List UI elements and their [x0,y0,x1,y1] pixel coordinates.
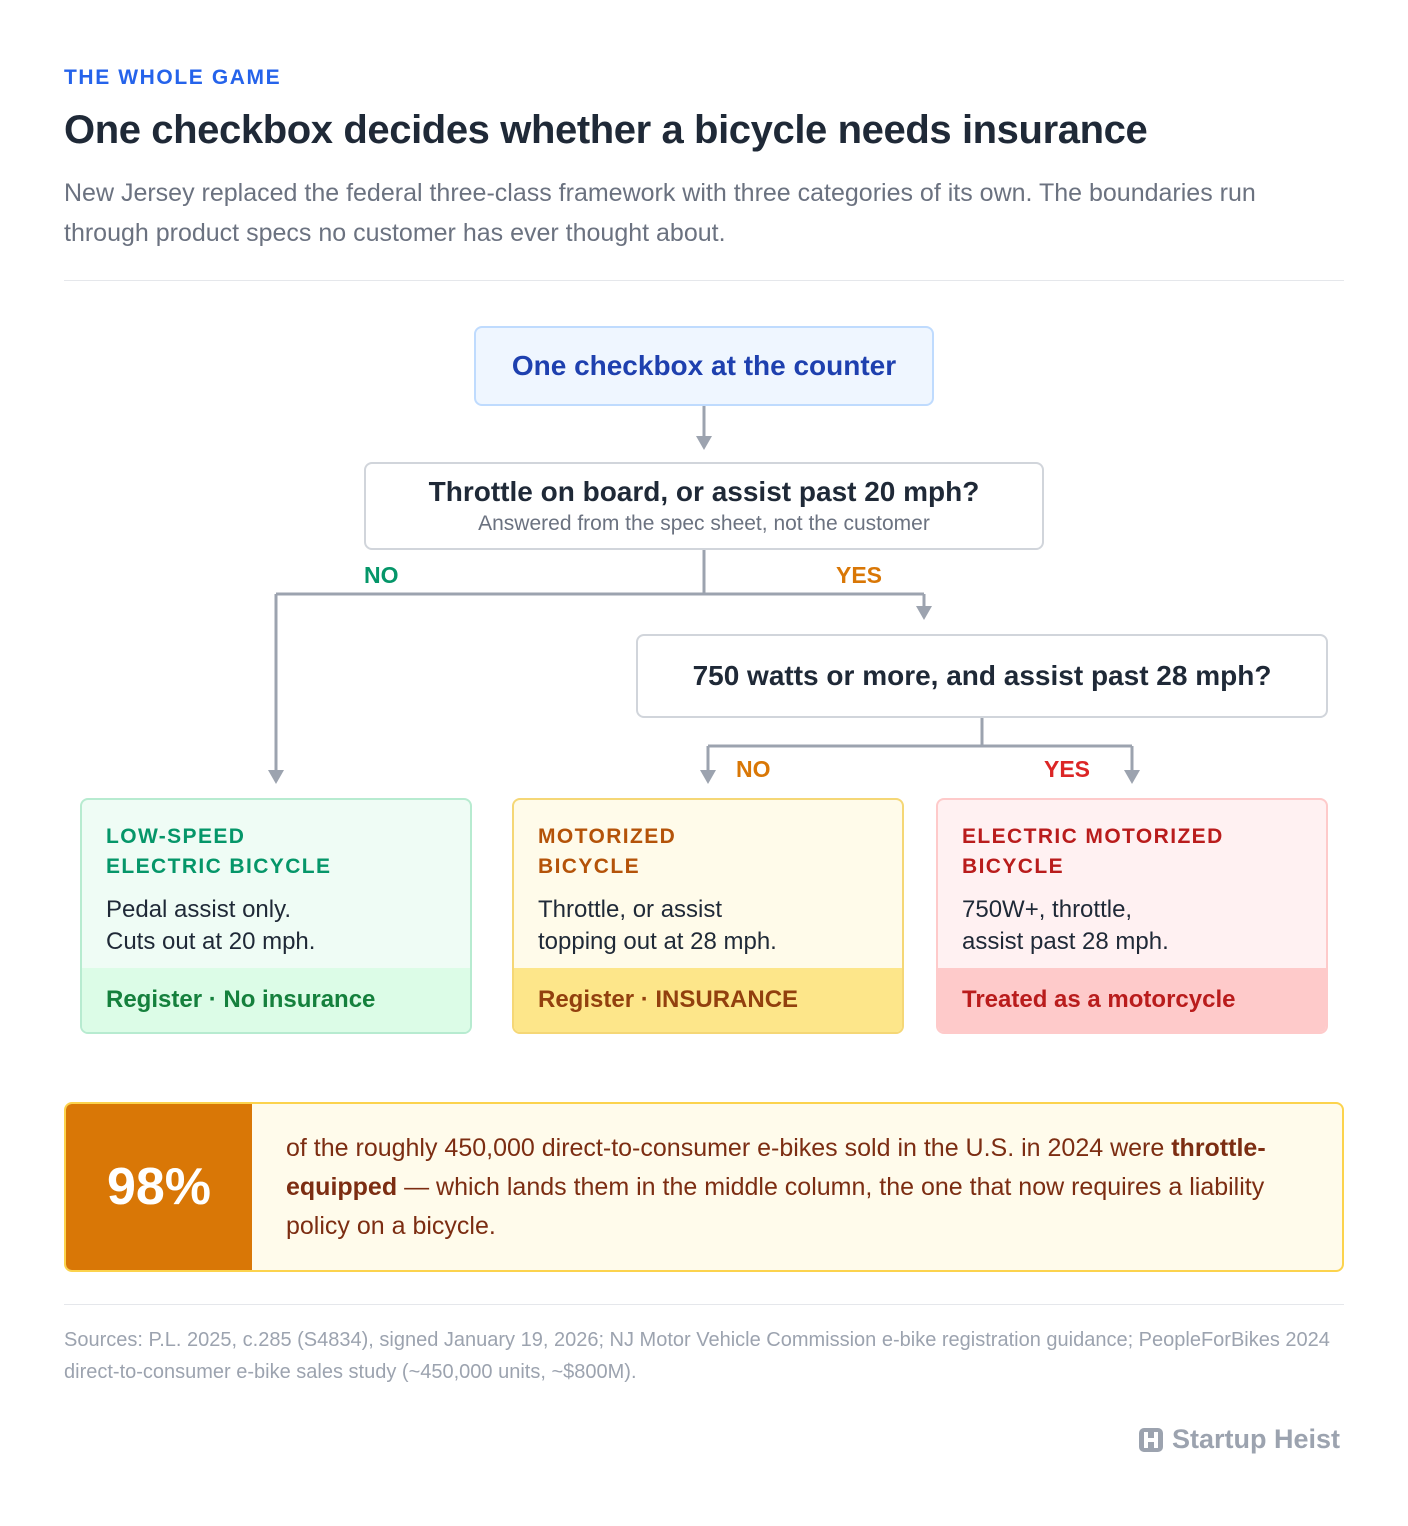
brand-name: Startup Heist [1171,1424,1340,1454]
stat-callout: 98% of the roughly 450,000 direct-to-con… [64,1102,1344,1272]
category-description-line: topping out at 28 mph. [538,928,777,955]
category-name-line: ELECTRIC MOTORIZED [962,825,1224,848]
q1-yes-label: YES [836,562,883,588]
sources-note: Sources: P.L. 2025, c.285 (S4834), signe… [64,1329,1330,1383]
connector-q2-branches [706,718,1134,770]
question-wattage-node: 750 watts or more, and assist past 28 mp… [636,634,1328,718]
category-name-line: BICYCLE [538,855,640,878]
category-outcome: Register · INSURANCE [514,968,902,1032]
stat-text: of the roughly 450,000 direct-to-consume… [252,1104,1342,1270]
category-outcome: Treated as a motorcycle [938,968,1326,1032]
q1-no-label: NO [364,562,399,588]
question-throttle-subtitle: Answered from the spec sheet, not the cu… [478,512,930,535]
category-name: LOW-SPEED ELECTRIC BICYCLE [82,800,470,882]
arrowhead-motorized [700,770,716,784]
category-name-line: LOW-SPEED [106,825,246,848]
arrowhead-low-speed [268,770,284,784]
category-description-line: assist past 28 mph. [962,928,1169,955]
start-node: One checkbox at the counter [474,326,934,406]
category-outcome: Register · No insurance [82,968,470,1032]
question-wattage-title: 750 watts or more, and assist past 28 mp… [692,660,1272,691]
kicker: THE WHOLE GAME [64,66,282,89]
stat-text-after: — which lands them in the middle column,… [286,1172,1265,1240]
category-description-line: 750W+, throttle, [962,896,1133,923]
page-title: One checkbox decides whether a bicycle n… [64,108,1148,152]
arrowhead-q1 [696,436,712,450]
category-name-line: MOTORIZED [538,825,677,848]
arrowhead-electric-motorized [1124,770,1140,784]
stat-value: 98% [66,1104,252,1270]
category-name-line: ELECTRIC BICYCLE [106,855,332,878]
arrowhead-q2 [916,606,932,620]
question-throttle-node: Throttle on board, or assist past 20 mph… [364,462,1044,550]
category-card-low-speed: LOW-SPEED ELECTRIC BICYCLE Pedal assist … [80,798,472,1034]
stat-text-before: of the roughly 450,000 direct-to-consume… [286,1133,1165,1162]
category-name-line: BICYCLE [962,855,1064,878]
q2-no-label: NO [736,756,771,782]
start-node-label: One checkbox at the counter [511,350,897,381]
top-divider [64,280,1344,281]
brand-mark: Startup Heist [1138,1424,1340,1455]
category-description: Pedal assist only. Cuts out at 20 mph. [82,882,470,958]
category-description-line: Throttle, or assist [538,896,723,923]
q2-yes-label: YES [1044,756,1091,782]
connector-q1-branches [274,550,926,770]
category-card-electric-motorized: ELECTRIC MOTORIZED BICYCLE 750W+, thrott… [936,798,1328,1034]
category-description-line: Pedal assist only. [106,896,291,923]
question-throttle-title: Throttle on board, or assist past 20 mph… [428,476,980,507]
stat-paragraph: of the roughly 450,000 direct-to-consume… [286,1129,1308,1246]
category-name: ELECTRIC MOTORIZED BICYCLE [938,800,1326,882]
stat-text-bold: throttle-equipped [286,1133,1266,1201]
heist-logo-icon [1138,1427,1163,1452]
page-subtitle: New Jersey replaced the federal three-cl… [64,179,1256,247]
category-description: Throttle, or assist topping out at 28 mp… [514,882,902,958]
category-description: 750W+, throttle, assist past 28 mph. [938,882,1326,958]
bottom-divider [64,1304,1344,1305]
category-card-motorized: MOTORIZED BICYCLE Throttle, or assist to… [512,798,904,1034]
category-description-line: Cuts out at 20 mph. [106,928,316,955]
category-name: MOTORIZED BICYCLE [514,800,902,882]
